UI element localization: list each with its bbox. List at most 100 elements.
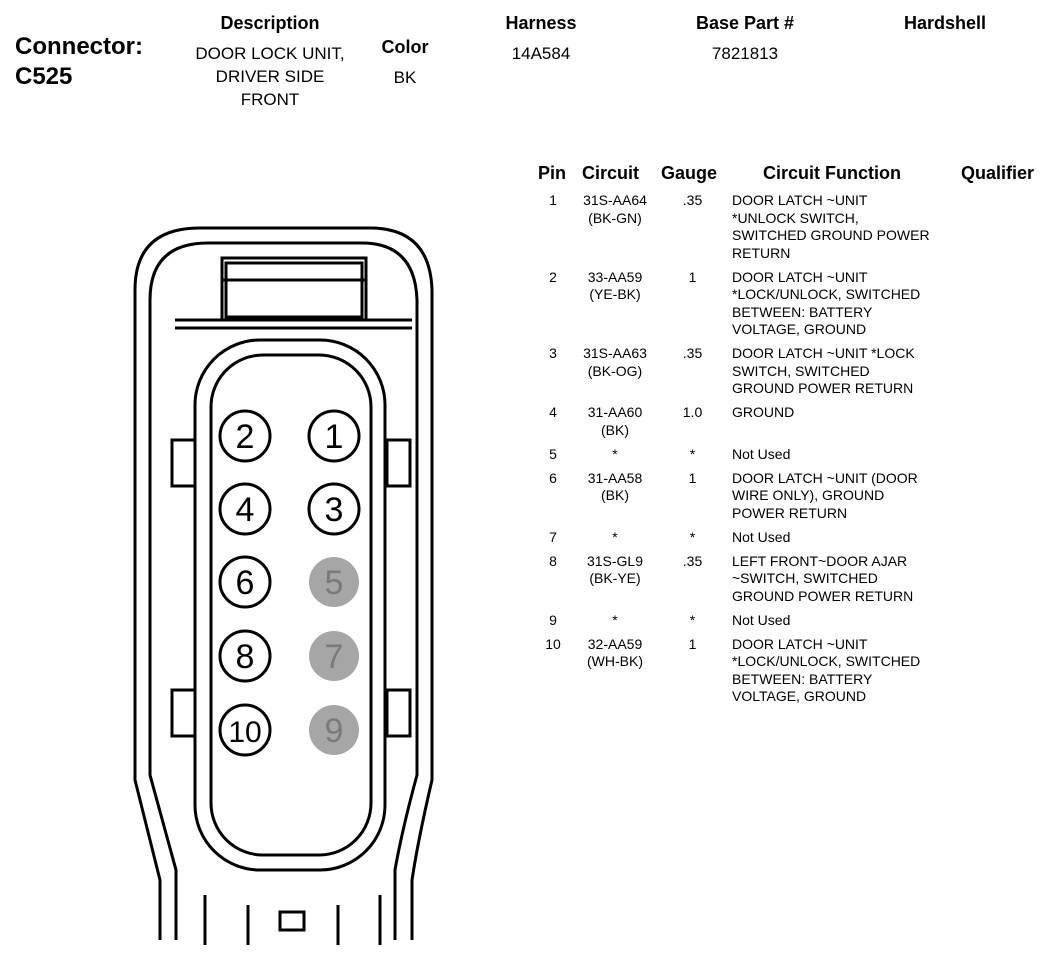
table-cell-pin: 5 xyxy=(538,446,568,464)
table-cell-function-line: VOLTAGE, GROUND xyxy=(732,321,867,337)
table-cell-gauge-line: * xyxy=(689,528,696,545)
table-cell-pin: 4 xyxy=(538,404,568,422)
table-cell-function-line: GROUND POWER RETURN xyxy=(732,587,914,604)
left-bump-top xyxy=(170,438,197,488)
table-cell-circuit-line: (BK) xyxy=(601,421,629,438)
table-cell-gauge-line: 1 xyxy=(688,268,697,285)
table-cell-gauge: .35 xyxy=(665,345,720,363)
table-cell-gauge-line: 1.0 xyxy=(682,404,703,420)
table-cell-gauge-line: .35 xyxy=(682,192,703,208)
table-cell-function-line: Not Used xyxy=(732,445,791,462)
table-cell-pin: 2 xyxy=(538,269,568,287)
table-header-gauge: Gauge xyxy=(661,163,718,183)
table-cell-gauge: .35 xyxy=(665,553,720,571)
table-cell-circuit-line: 31S-AA64 xyxy=(583,192,647,208)
description-header: Description xyxy=(220,13,320,33)
housing-outline xyxy=(133,226,434,940)
hardshell-header: Hardshell xyxy=(903,13,987,33)
harness-header: Harness xyxy=(505,13,577,33)
table-cell-gauge-line: * xyxy=(689,445,696,462)
table-cell-function-line: DOOR LATCH ~UNIT (DOOR xyxy=(732,469,918,486)
table-cell-circuit-line: * xyxy=(612,528,618,545)
table-cell-circuit-line: 31-AA60 xyxy=(587,404,643,420)
table-cell-circuit-line: * xyxy=(612,611,618,628)
table-cell-circuit-line: 31-AA58 xyxy=(587,469,643,486)
table-cell-circuit-line: 32-AA59 xyxy=(587,635,643,652)
table-cell-circuit-line: (BK) xyxy=(601,487,629,503)
table-cell-circuit-line: (BK-GN) xyxy=(588,209,642,226)
table-cell-function-line: BETWEEN: BATTERY xyxy=(732,670,873,687)
description-line: DRIVER SIDE xyxy=(215,67,325,86)
table-cell-gauge: * xyxy=(665,446,720,464)
table-cell-function-line: SWITCHED GROUND POWER xyxy=(732,227,930,243)
table-cell-circuit: 31S-AA63(BK-OG) xyxy=(575,345,655,380)
right-bump-bottom xyxy=(385,688,412,738)
table-cell-function: GROUND xyxy=(732,404,794,422)
table-cell-gauge: 1 xyxy=(665,470,720,488)
table-cell-function-line: VOLTAGE, GROUND xyxy=(732,688,867,704)
right-bump-top xyxy=(385,438,412,488)
table-cell-gauge: * xyxy=(665,529,720,547)
table-cell-pin-line: 10 xyxy=(545,635,561,652)
table-cell-circuit-line: (YE-BK) xyxy=(589,286,641,302)
table-cell-function-line: ~SWITCH, SWITCHED xyxy=(732,570,878,586)
table-cell-gauge-line: * xyxy=(689,611,696,628)
color-value: BK xyxy=(393,68,417,87)
color-header: Color xyxy=(381,37,429,57)
table-cell-pin: 3 xyxy=(538,345,568,363)
face-pin-label: 7 xyxy=(325,638,344,676)
latch-inner xyxy=(224,261,364,319)
table-cell-circuit: 31S-GL9(BK-YE) xyxy=(575,553,655,588)
table-cell-circuit-line: (BK-OG) xyxy=(587,362,643,379)
table-cell-gauge-line: 1 xyxy=(688,635,697,652)
table-cell-function-line: LEFT FRONT~DOOR AJAR xyxy=(732,552,908,569)
table-cell-function: Not Used xyxy=(732,612,790,630)
table-cell-circuit: * xyxy=(575,612,655,630)
bottom-tab xyxy=(278,910,306,932)
housing-inner-outline xyxy=(148,241,419,940)
face-pin-2 xyxy=(218,409,272,463)
table-cell-gauge: 1 xyxy=(665,269,720,287)
table-cell-pin-line: 5 xyxy=(549,445,557,462)
table-cell-pin-line: 9 xyxy=(549,611,557,628)
table-cell-circuit: * xyxy=(575,529,655,547)
table-header-qualifier: Qualifier xyxy=(961,163,1035,183)
table-cell-gauge-line: .35 xyxy=(682,552,703,569)
face-pin-9 xyxy=(309,705,359,755)
table-cell-pin-line: 8 xyxy=(549,552,557,569)
base-part-value: 7821813 xyxy=(711,44,779,63)
table-header-circuit: Circuit xyxy=(582,163,640,183)
face-pin-10 xyxy=(218,703,272,757)
face-pin-3 xyxy=(307,482,361,536)
face-pin-1 xyxy=(307,409,361,463)
table-cell-circuit: 31-AA60(BK) xyxy=(575,404,655,439)
face-pin-label: 1 xyxy=(325,418,344,456)
harness-value: 14A584 xyxy=(511,44,571,63)
table-cell-circuit: * xyxy=(575,446,655,464)
table-cell-function-line: WIRE ONLY), GROUND xyxy=(732,487,885,503)
table-cell-pin-line: 6 xyxy=(549,469,557,486)
face-pin-5 xyxy=(309,557,359,607)
latch-outer xyxy=(220,256,368,322)
table-cell-function-line: GROUND POWER RETURN xyxy=(732,380,914,396)
table-cell-pin: 1 xyxy=(538,192,568,210)
table-cell-pin: 6 xyxy=(538,470,568,488)
table-header-function: Circuit Function xyxy=(763,163,901,183)
table-cell-circuit: 31S-AA64(BK-GN) xyxy=(575,192,655,227)
table-cell-function-line: RETURN xyxy=(732,244,791,261)
description-line: DOOR LOCK UNIT, xyxy=(195,44,345,63)
left-bump-bottom xyxy=(170,688,197,738)
table-cell-function-line: SWITCH, SWITCHED xyxy=(732,362,870,379)
table-cell-circuit: 33-AA59(YE-BK) xyxy=(575,269,655,304)
base-part-header: Base Part # xyxy=(695,13,795,33)
face-pin-label: 6 xyxy=(236,564,255,602)
table-cell-gauge-line: .35 xyxy=(682,345,703,361)
table-cell-gauge: .35 xyxy=(665,192,720,210)
table-cell-pin-line: 4 xyxy=(549,404,557,420)
cavity-outer xyxy=(193,338,387,872)
table-cell-pin-line: 3 xyxy=(549,345,557,361)
face-pin-label: 8 xyxy=(236,638,255,676)
